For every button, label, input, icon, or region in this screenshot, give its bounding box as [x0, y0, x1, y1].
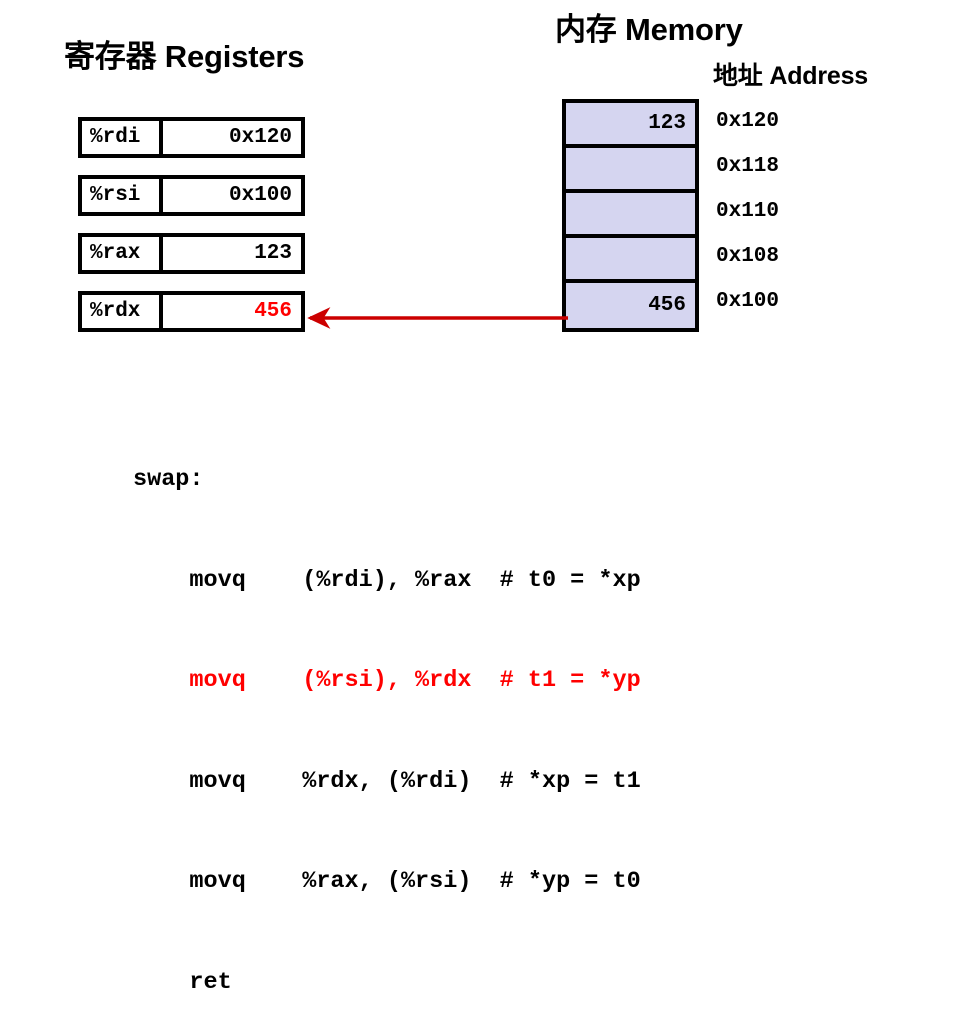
address-label-0x118: 0x118 — [716, 155, 780, 178]
register-name-rdx: %rdx — [82, 295, 163, 328]
address-label-0x110: 0x110 — [716, 200, 780, 223]
memory-cell-0x120: 123 — [566, 103, 695, 148]
memory-cell-0x110 — [566, 193, 695, 238]
register-value-rdx: 456 — [254, 300, 292, 323]
register-row-rsi: %rsi 0x100 — [78, 175, 305, 216]
register-value-rax: 123 — [254, 242, 292, 265]
memory-cell-0x118 — [566, 148, 695, 193]
registers-title: 寄存器 Registers — [64, 39, 305, 74]
asm-line-movq-rdi-rax: movq (%rdi), %rax # t0 = *xp — [133, 566, 641, 594]
asm-line-ret: ret — [133, 968, 232, 996]
address-label-0x100: 0x100 — [716, 290, 780, 313]
memory-cell-0x108 — [566, 238, 695, 283]
address-label-0x120: 0x120 — [716, 110, 780, 133]
memory-to-register-arrow-icon — [307, 307, 568, 329]
register-row-rdi: %rdi 0x120 — [78, 117, 305, 158]
memory-title: 内存 Memory — [555, 12, 743, 47]
asm-line-label-swap: swap: — [133, 466, 204, 493]
register-name-rax: %rax — [82, 237, 163, 270]
asm-line-movq-rax-rsi: movq %rax, (%rsi) # *yp = t0 — [133, 868, 641, 895]
address-column-title: 地址 Address — [713, 62, 868, 90]
asm-line-movq-rsi-rdx: movq (%rsi), %rdx # t1 = *yp — [133, 667, 641, 694]
registers-table: %rdi 0x120 %rsi 0x100 %rax 123 %rdx 456 — [78, 117, 305, 349]
register-row-rdx: %rdx 456 — [78, 291, 305, 332]
address-label-list: 0x120 0x118 0x110 0x108 0x100 — [716, 99, 779, 324]
register-value-rsi: 0x100 — [228, 184, 292, 207]
register-value-rdi: 0x120 — [228, 126, 292, 149]
assembly-code-block: swap: movq (%rdi), %rax # t0 = *xp movq … — [133, 396, 641, 1033]
memory-cell-0x100: 456 — [566, 283, 695, 328]
asm-line-movq-rdx-rdi: movq %rdx, (%rdi) # *xp = t1 — [133, 767, 641, 795]
register-name-rsi: %rsi — [82, 179, 163, 212]
register-row-rax: %rax 123 — [78, 233, 305, 274]
address-label-0x108: 0x108 — [716, 245, 780, 268]
memory-table: 123 456 — [562, 99, 699, 332]
register-name-rdi: %rdi — [82, 121, 163, 154]
